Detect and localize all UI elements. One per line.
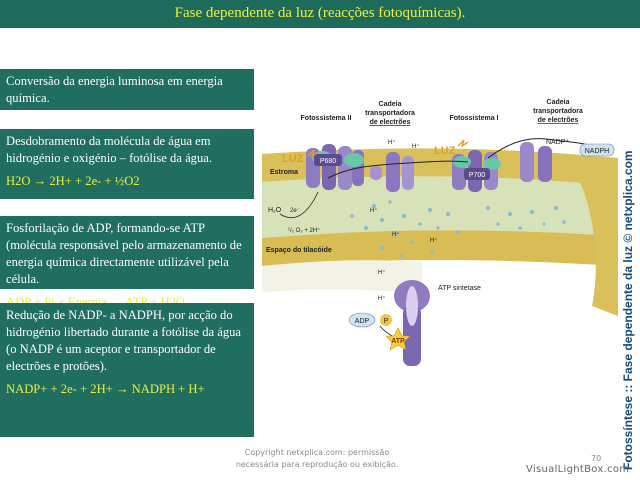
copyright-line-1: Copyright netxplica.com: permissão [244,448,390,457]
proton-label: H⁺ [378,269,386,276]
thylakoid-membrane-diagram: P680 P700 Fotossistema I [262,99,618,466]
chain2-label-2: transportadora [533,108,583,115]
info-box-text: Fosforilação de ADP, formando-se ATP (mo… [6,221,242,286]
light-bolt-icon [307,149,319,158]
atp-label: ATP [391,338,405,345]
page-title: Fase dependente da luz (reacções fotoquí… [174,5,466,21]
chain1-label-1: Cadeia [379,101,402,108]
electron-chain-2 [520,142,552,182]
stroma-label: Estroma [270,169,298,176]
p700-badge [464,168,490,180]
adp-badge [348,312,376,328]
light-bolt-icon [457,139,469,148]
photosystem-ii-complex [306,144,364,190]
info-box-photolysis: Desdobramento da molécula de água em hid… [0,129,254,199]
page-number: 70 [591,454,602,463]
stroma-band [262,176,618,238]
photosystem-ii-label: Fotossistema II [301,115,352,122]
photosystem-i-label: Fotossistema I [449,115,498,122]
nadp-plus-label: NADP⁺ [546,139,569,146]
water-label: H₂O [268,207,282,214]
proton-label: H⁺ [378,295,386,302]
info-box-text: Redução de NADP- a NADPH, por acção do h… [6,308,242,373]
phosphate-label: P [384,318,389,325]
copyright-footer: Copyright netxplica.com: permissão neces… [222,447,412,471]
adp-label: ADP [355,318,370,325]
proton-particles [350,200,566,258]
atp-synthase [394,280,430,366]
proton-label: H⁺ [388,139,396,146]
thylakoid-space-label: Espaço do tilacóide [266,247,332,254]
electron-flow-arrow [327,160,469,179]
info-box-energy-conversion: Conversão da energia luminosa em energia… [0,69,254,110]
nadph-label: NADPH [585,148,610,155]
title-bar: Fase dependente da luz (reacções fotoquí… [0,0,640,28]
copyright-line-2: necessária para reprodução ou exibição. [235,460,399,469]
nadp-reduction-formula: NADP+ + 2e- + 2H+ → NADPH + H+ [6,382,205,396]
info-box-nadp-reduction: Redução de NADP- a NADPH, por acção do h… [0,303,254,437]
atp-synthase-label: ATP sintetase [438,285,481,292]
atp-burst-icon [385,327,411,351]
light-label-1: LUZ [282,153,304,165]
watermark: VisualLightBox.com [526,464,630,475]
thylakoid-space [262,260,422,292]
electrons-label: 2e⁻ [290,208,300,214]
phosphate-badge [380,314,392,326]
info-box-phosphorylation: Fosforilação de ADP, formando-se ATP (mo… [0,216,254,309]
proton-label: H⁺ [430,237,438,244]
p680-badge [314,154,342,166]
chain1-label-3: de electrões [370,119,411,126]
info-box-text: Desdobramento da molécula de água em hid… [6,134,212,165]
proton-label: H⁺ [370,207,378,214]
photolysis-formula: H2O → 2H+ + 2e- + ½O2 [6,174,140,188]
chain1-label-2: transportadora [365,110,415,117]
p680-label: P680 [320,158,336,165]
proton-label: H⁺ [392,231,400,238]
membrane-inner [262,230,618,266]
electron-chain-1 [370,152,414,192]
info-box-text: Conversão da energia luminosa em energia… [6,74,223,105]
chain2-label-1: Cadeia [547,99,570,106]
nadph-badge [579,143,615,157]
proton-label: H⁺ [412,143,420,150]
side-caption: Fotossíntese :: Fase dependente da luz ©… [621,150,635,470]
oxygen-label: ¹/₂ O₂ + 2H⁺ [288,227,320,234]
light-label-2: LUZ [434,145,456,157]
chain2-label-3: de electrões [538,117,579,124]
p700-label: P700 [469,172,485,179]
